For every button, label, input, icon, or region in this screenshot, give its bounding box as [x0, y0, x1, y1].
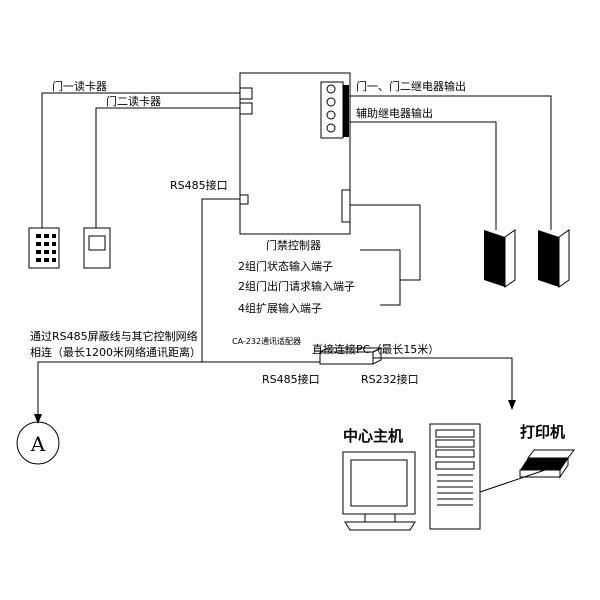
- network-note-line2: 相连（最长1200米网络通讯距离）: [30, 345, 201, 359]
- rs485-port-label-top: RS485接口: [170, 179, 228, 192]
- card-reader-icon: [83, 227, 111, 269]
- controller-label: 门禁控制器: [266, 238, 321, 252]
- reader1-wire: [41, 92, 240, 228]
- input-connector: [341, 189, 351, 223]
- exit-request-label: 2组门出门请求输入端子: [238, 279, 355, 293]
- rs485-connector: [239, 194, 249, 205]
- reader2-connector: [239, 102, 253, 115]
- direct-pc-label: 直接连接PC（最长15米）: [312, 342, 439, 356]
- lock-icon-2: [538, 229, 570, 288]
- reader1-label: 门一读卡器: [52, 79, 107, 93]
- rs485-port-label-bottom: RS485接口: [262, 373, 320, 386]
- relay-output-wire: [350, 95, 552, 230]
- printer-cable: [479, 469, 546, 493]
- host-label: 中心主机: [343, 427, 403, 445]
- tower-icon: [429, 423, 481, 530]
- relay-terminals: [320, 81, 349, 139]
- adapter-box: [319, 347, 382, 365]
- status-input-label: 2组门状态输入端子: [238, 259, 333, 273]
- network-note-line1: 通过RS485屏蔽线与其它控制网络: [30, 329, 198, 343]
- relay-output-label: 门一、门二继电器输出: [356, 79, 466, 93]
- keypad-reader-icon: [28, 227, 60, 269]
- reader1-connector: [239, 87, 253, 100]
- rs232-port-label: RS232接口: [361, 373, 419, 386]
- network-arrow: [34, 414, 42, 424]
- aux-relay-wire: [350, 121, 497, 230]
- adapter-label: CA-232通讯适配器: [232, 336, 301, 346]
- node-a-circle: [16, 421, 60, 465]
- printer-label: 打印机: [520, 423, 565, 441]
- rs232-wire: [373, 357, 513, 404]
- input-bracket: [360, 249, 401, 306]
- network-wire: [37, 361, 202, 418]
- rs485-bus: [201, 198, 320, 363]
- expansion-input-label: 4组扩展输入端子: [238, 301, 322, 315]
- input-wire: [350, 204, 421, 281]
- reader2-wire: [95, 107, 240, 228]
- node-a-label: A: [30, 432, 46, 456]
- monitor-icon: [342, 451, 416, 531]
- aux-relay-label: 辅助继电器输出: [356, 106, 433, 120]
- lock-icon-1: [484, 229, 516, 288]
- controller-board: [239, 72, 351, 235]
- reader2-label: 门二读卡器: [106, 94, 161, 108]
- pc-arrow: [508, 400, 516, 410]
- printer-icon: [519, 449, 575, 479]
